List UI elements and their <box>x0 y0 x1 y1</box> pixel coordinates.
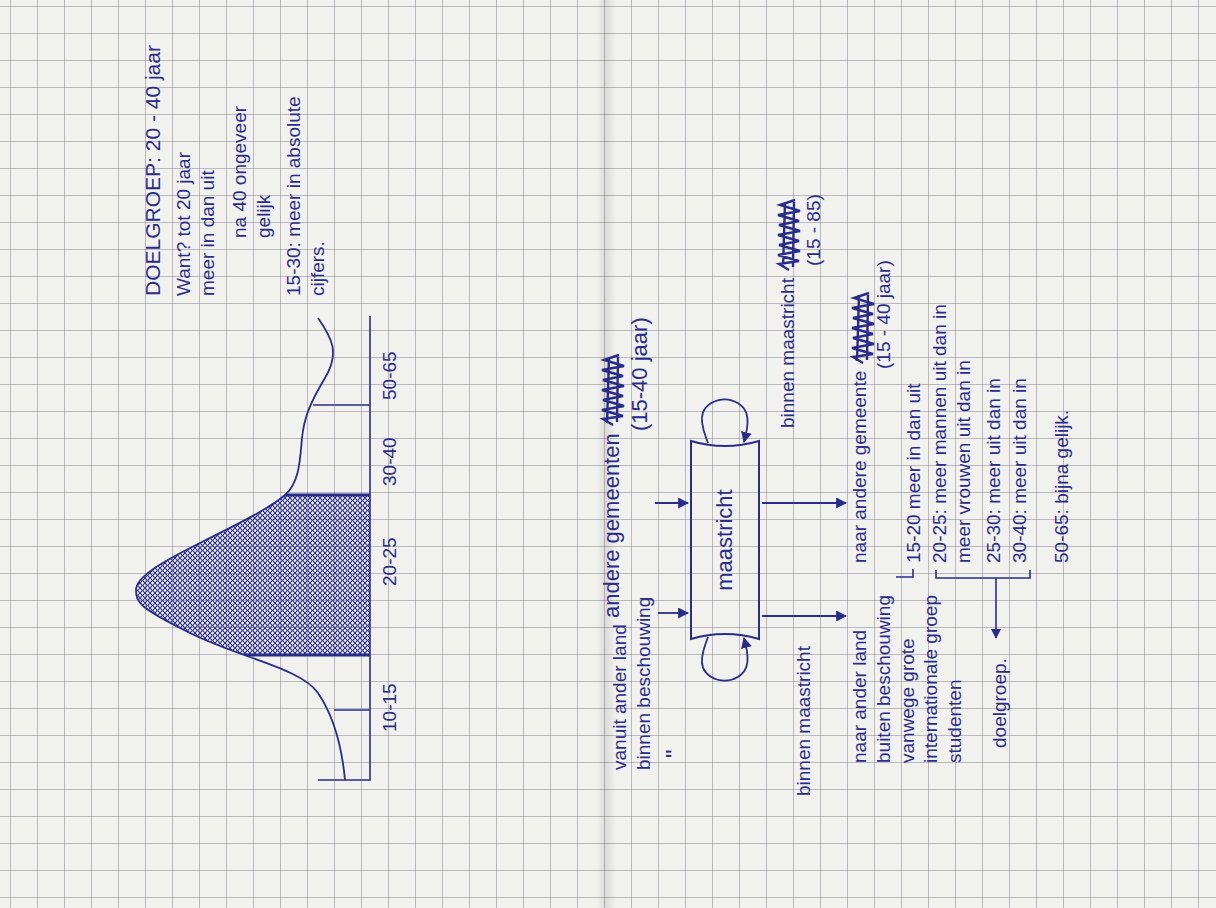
bracket-arrow <box>995 578 997 638</box>
edge-label: binnen maastricht <box>792 646 816 796</box>
loop-arrow <box>702 399 748 443</box>
flow-text: (15 - 40 jaar) <box>872 260 896 369</box>
flow-text: naar andere gemeente <box>848 371 872 563</box>
handwritten-note: 50-65: bijna gelijk. <box>1050 410 1074 563</box>
flow-arrow <box>655 502 688 504</box>
shading-border <box>100 495 370 655</box>
row-pointer <box>896 569 913 577</box>
handwritten-note: " <box>660 749 690 758</box>
crossed-out-scribble <box>778 200 800 270</box>
box-outline-path <box>691 441 759 639</box>
edge-label: binnen maastricht <box>776 278 800 428</box>
handwritten-note: 15-20 meer in dan uit <box>902 383 926 563</box>
flow-text: andere gemeenten <box>598 433 626 618</box>
crossed-out-scribble <box>852 293 874 363</box>
process-box: maastricht <box>690 440 760 640</box>
flow-arrow <box>658 612 688 614</box>
flow-text: (15-40 jaar) <box>626 317 654 431</box>
axis-tick <box>313 405 370 710</box>
handwritten-note: 20-25: meer mannen uit dan in meer vrouw… <box>928 273 976 563</box>
handwritten-note: 30-40 <box>378 437 402 486</box>
distribution-curve <box>136 318 345 780</box>
handwritten-note: Want? tot 20 jaar meer in dan uit <box>172 116 220 296</box>
flow-arrow <box>762 615 846 617</box>
handwritten-note: 20-25 <box>378 537 402 586</box>
handwritten-note: 10-15 <box>378 683 402 732</box>
flow-text: maastricht <box>711 489 739 590</box>
chart-shading <box>100 495 370 655</box>
handwritten-note: 25-30: meer uit dan in <box>982 378 1006 563</box>
flow-text-group: andere gemeenten(15-40 jaar) <box>598 317 653 618</box>
flow-text: naar ander land buiten beschouwing vanwe… <box>848 588 967 763</box>
age-chart <box>100 316 370 780</box>
flow-arrow <box>762 502 846 504</box>
group-bracket <box>936 570 1030 578</box>
handwritten-note: na 40 ongeveer gelijk <box>228 88 276 238</box>
loop-arrow <box>702 637 748 681</box>
heading: DOELGROEP: 20 - 40 jaar <box>140 45 166 296</box>
crossed-out-scribble <box>602 355 624 425</box>
flow-text-group: naar andere gemeente(15 - 40 jaar) <box>848 260 896 563</box>
handwritten-note: (15 - 85) <box>802 194 826 266</box>
flow-text-group: naar ander land buiten beschouwing vanwe… <box>848 588 967 763</box>
handwritten-note: 15-30: meer in absolute cijfers. <box>282 56 330 296</box>
handwritten-note: 30-40: meer uit dan in <box>1008 378 1032 563</box>
handwritten-note: 50-65 <box>378 351 402 400</box>
handwritten-note: doelgroep. <box>988 658 1012 748</box>
